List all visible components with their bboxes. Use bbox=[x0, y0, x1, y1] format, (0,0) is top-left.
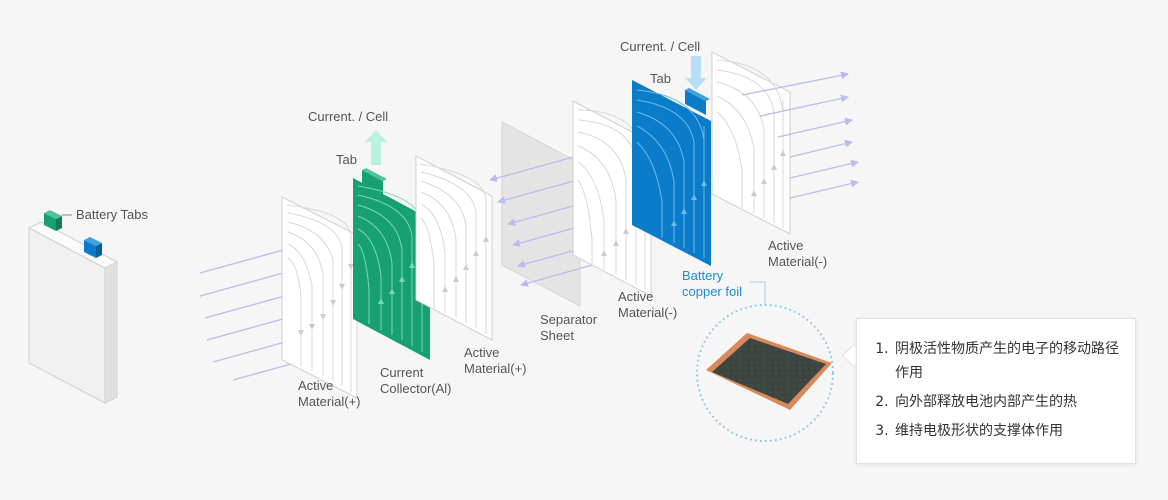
label-line: Collector(Al) bbox=[380, 381, 452, 396]
label-line: Separator bbox=[540, 312, 598, 327]
info-item-2: 向外部释放电池内部产生的热 bbox=[893, 390, 1119, 414]
active-material-pos-2-label: Active Material(+) bbox=[464, 345, 527, 377]
label-line: Material(+) bbox=[464, 361, 527, 376]
tab-label-right: Tab bbox=[650, 71, 671, 86]
label-line: Current bbox=[380, 365, 424, 380]
active-material-positive-sheet-1 bbox=[281, 196, 358, 399]
label-line: Active bbox=[298, 378, 334, 393]
current-cell-label-left: Current. / Cell bbox=[308, 109, 389, 124]
battery-tab-negative bbox=[84, 237, 102, 258]
outgoing-flow-arrows bbox=[741, 71, 859, 199]
active-material-neg-2-label: Active Material(-) bbox=[768, 238, 827, 270]
tab-label-left: Tab bbox=[336, 152, 357, 167]
label-line: Battery bbox=[682, 268, 724, 283]
label-line: Active bbox=[768, 238, 804, 253]
copper-foil-info-box: 阴极活性物质产生的电子的移动路径作用 向外部释放电池内部产生的热 维持电极形状的… bbox=[856, 318, 1136, 464]
separator-sheet bbox=[501, 121, 581, 307]
label-line: Active bbox=[618, 289, 654, 304]
current-collector-label: Current Collector(Al) bbox=[380, 365, 452, 397]
copper-foil-magnifier bbox=[696, 304, 834, 442]
info-list: 阴极活性物质产生的电子的移动路径作用 向外部释放电池内部产生的热 维持电极形状的… bbox=[875, 337, 1119, 443]
label-line: Material(+) bbox=[298, 394, 361, 409]
info-item-3: 维持电极形状的支撑体作用 bbox=[893, 419, 1119, 443]
collector-tab-positive bbox=[362, 170, 383, 195]
up-arrow-icon bbox=[365, 130, 387, 165]
label-line: Material(-) bbox=[618, 305, 678, 320]
label-line: Active bbox=[464, 345, 500, 360]
copper-foil-label: Battery copper foil bbox=[682, 268, 742, 300]
battery-cell bbox=[27, 221, 119, 404]
down-arrow-icon bbox=[685, 56, 707, 90]
label-line: copper foil bbox=[682, 284, 742, 299]
active-material-positive-sheet-2 bbox=[415, 155, 493, 341]
info-item-1: 阴极活性物质产生的电子的移动路径作用 bbox=[893, 337, 1119, 385]
current-collector-cu bbox=[632, 80, 711, 266]
active-material-neg-1-label: Active Material(-) bbox=[618, 289, 677, 321]
separator-sheet-label: Separator Sheet bbox=[540, 312, 597, 344]
label-line: Sheet bbox=[540, 328, 574, 343]
battery-tab-positive bbox=[44, 210, 62, 231]
active-material-negative-sheet-2 bbox=[711, 51, 791, 235]
current-cell-label-right: Current. / Cell bbox=[620, 39, 701, 54]
label-line: Material(-) bbox=[768, 254, 828, 269]
collector-tab-negative bbox=[685, 90, 706, 115]
active-material-pos-1-label: Active Material(+) bbox=[298, 378, 361, 410]
battery-tabs-label: Battery Tabs bbox=[76, 207, 149, 222]
